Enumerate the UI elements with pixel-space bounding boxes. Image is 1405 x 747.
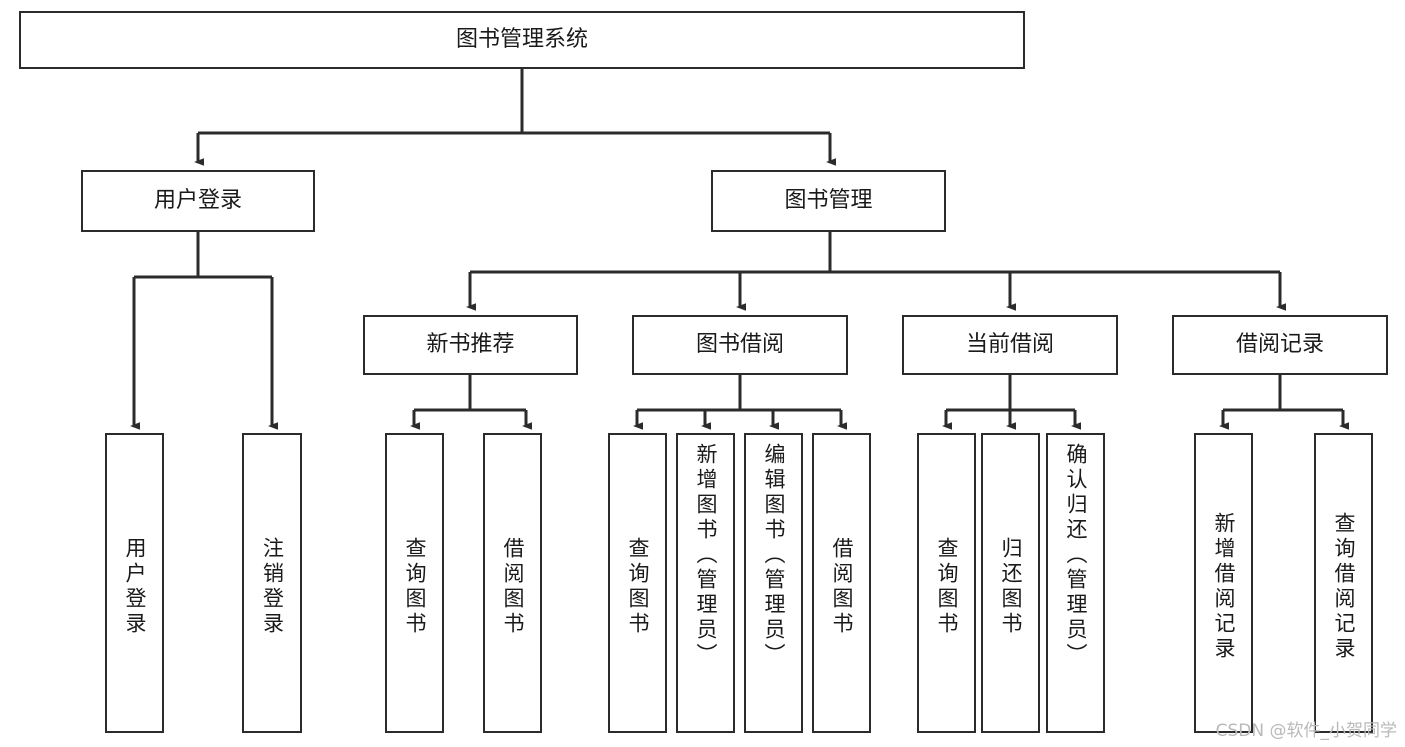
node-leaf-add-book-admin[interactable]: 新增图书（管理员） bbox=[676, 433, 735, 733]
node-leaf-return-book[interactable]: 归还图书 bbox=[981, 433, 1040, 733]
node-book-borrow-label: 图书借阅 bbox=[695, 331, 784, 357]
node-leaf-query-book-2-label: 查询图书 bbox=[626, 537, 650, 637]
node-borrow-record[interactable]: 借阅记录 bbox=[1172, 315, 1388, 375]
node-new-book-recommend[interactable]: 新书推荐 bbox=[363, 315, 578, 375]
node-leaf-borrow-book-1[interactable]: 借阅图书 bbox=[483, 433, 542, 733]
node-leaf-query-borrow-record[interactable]: 查询借阅记录 bbox=[1314, 433, 1373, 733]
node-leaf-user-login[interactable]: 用户登录 bbox=[105, 433, 164, 733]
node-leaf-query-book-1-label: 查询图书 bbox=[403, 537, 427, 637]
node-leaf-borrow-book-2-label: 借阅图书 bbox=[830, 537, 854, 637]
node-leaf-logout-login[interactable]: 注销登录 bbox=[242, 433, 302, 733]
node-book-manage[interactable]: 图书管理 bbox=[711, 170, 946, 232]
node-leaf-add-borrow-record-label: 新增借阅记录 bbox=[1212, 512, 1236, 662]
node-book-borrow[interactable]: 图书借阅 bbox=[632, 315, 848, 375]
node-leaf-query-book-2[interactable]: 查询图书 bbox=[608, 433, 667, 733]
node-leaf-query-book-3-label: 查询图书 bbox=[935, 537, 959, 637]
node-leaf-user-login-label: 用户登录 bbox=[123, 537, 147, 637]
node-root-label: 图书管理系统 bbox=[455, 26, 588, 52]
node-leaf-query-book-3[interactable]: 查询图书 bbox=[917, 433, 976, 733]
node-new-book-recommend-label: 新书推荐 bbox=[426, 331, 515, 357]
node-root[interactable]: 图书管理系统 bbox=[19, 11, 1025, 69]
node-user-login[interactable]: 用户登录 bbox=[81, 170, 315, 232]
node-leaf-add-borrow-record[interactable]: 新增借阅记录 bbox=[1194, 433, 1253, 733]
node-leaf-confirm-return-admin[interactable]: 确认归还（管理员） bbox=[1046, 433, 1105, 733]
node-book-manage-label: 图书管理 bbox=[784, 187, 873, 213]
node-leaf-return-book-label: 归还图书 bbox=[999, 537, 1023, 637]
node-leaf-edit-book-admin[interactable]: 编辑图书（管理员） bbox=[744, 433, 803, 733]
node-leaf-query-book-1[interactable]: 查询图书 bbox=[385, 433, 444, 733]
node-leaf-borrow-book-2[interactable]: 借阅图书 bbox=[812, 433, 871, 733]
node-current-borrow[interactable]: 当前借阅 bbox=[902, 315, 1118, 375]
node-leaf-logout-login-label: 注销登录 bbox=[260, 537, 285, 637]
node-leaf-query-borrow-record-label: 查询借阅记录 bbox=[1332, 512, 1356, 662]
node-leaf-add-book-admin-label: 新增图书（管理员） bbox=[694, 443, 718, 668]
node-user-login-label: 用户登录 bbox=[153, 187, 242, 213]
node-leaf-confirm-return-admin-label: 确认归还（管理员） bbox=[1064, 443, 1088, 668]
node-borrow-record-label: 借阅记录 bbox=[1235, 331, 1324, 357]
node-current-borrow-label: 当前借阅 bbox=[965, 331, 1054, 357]
node-leaf-borrow-book-1-label: 借阅图书 bbox=[501, 537, 525, 637]
node-leaf-edit-book-admin-label: 编辑图书（管理员） bbox=[762, 443, 786, 668]
